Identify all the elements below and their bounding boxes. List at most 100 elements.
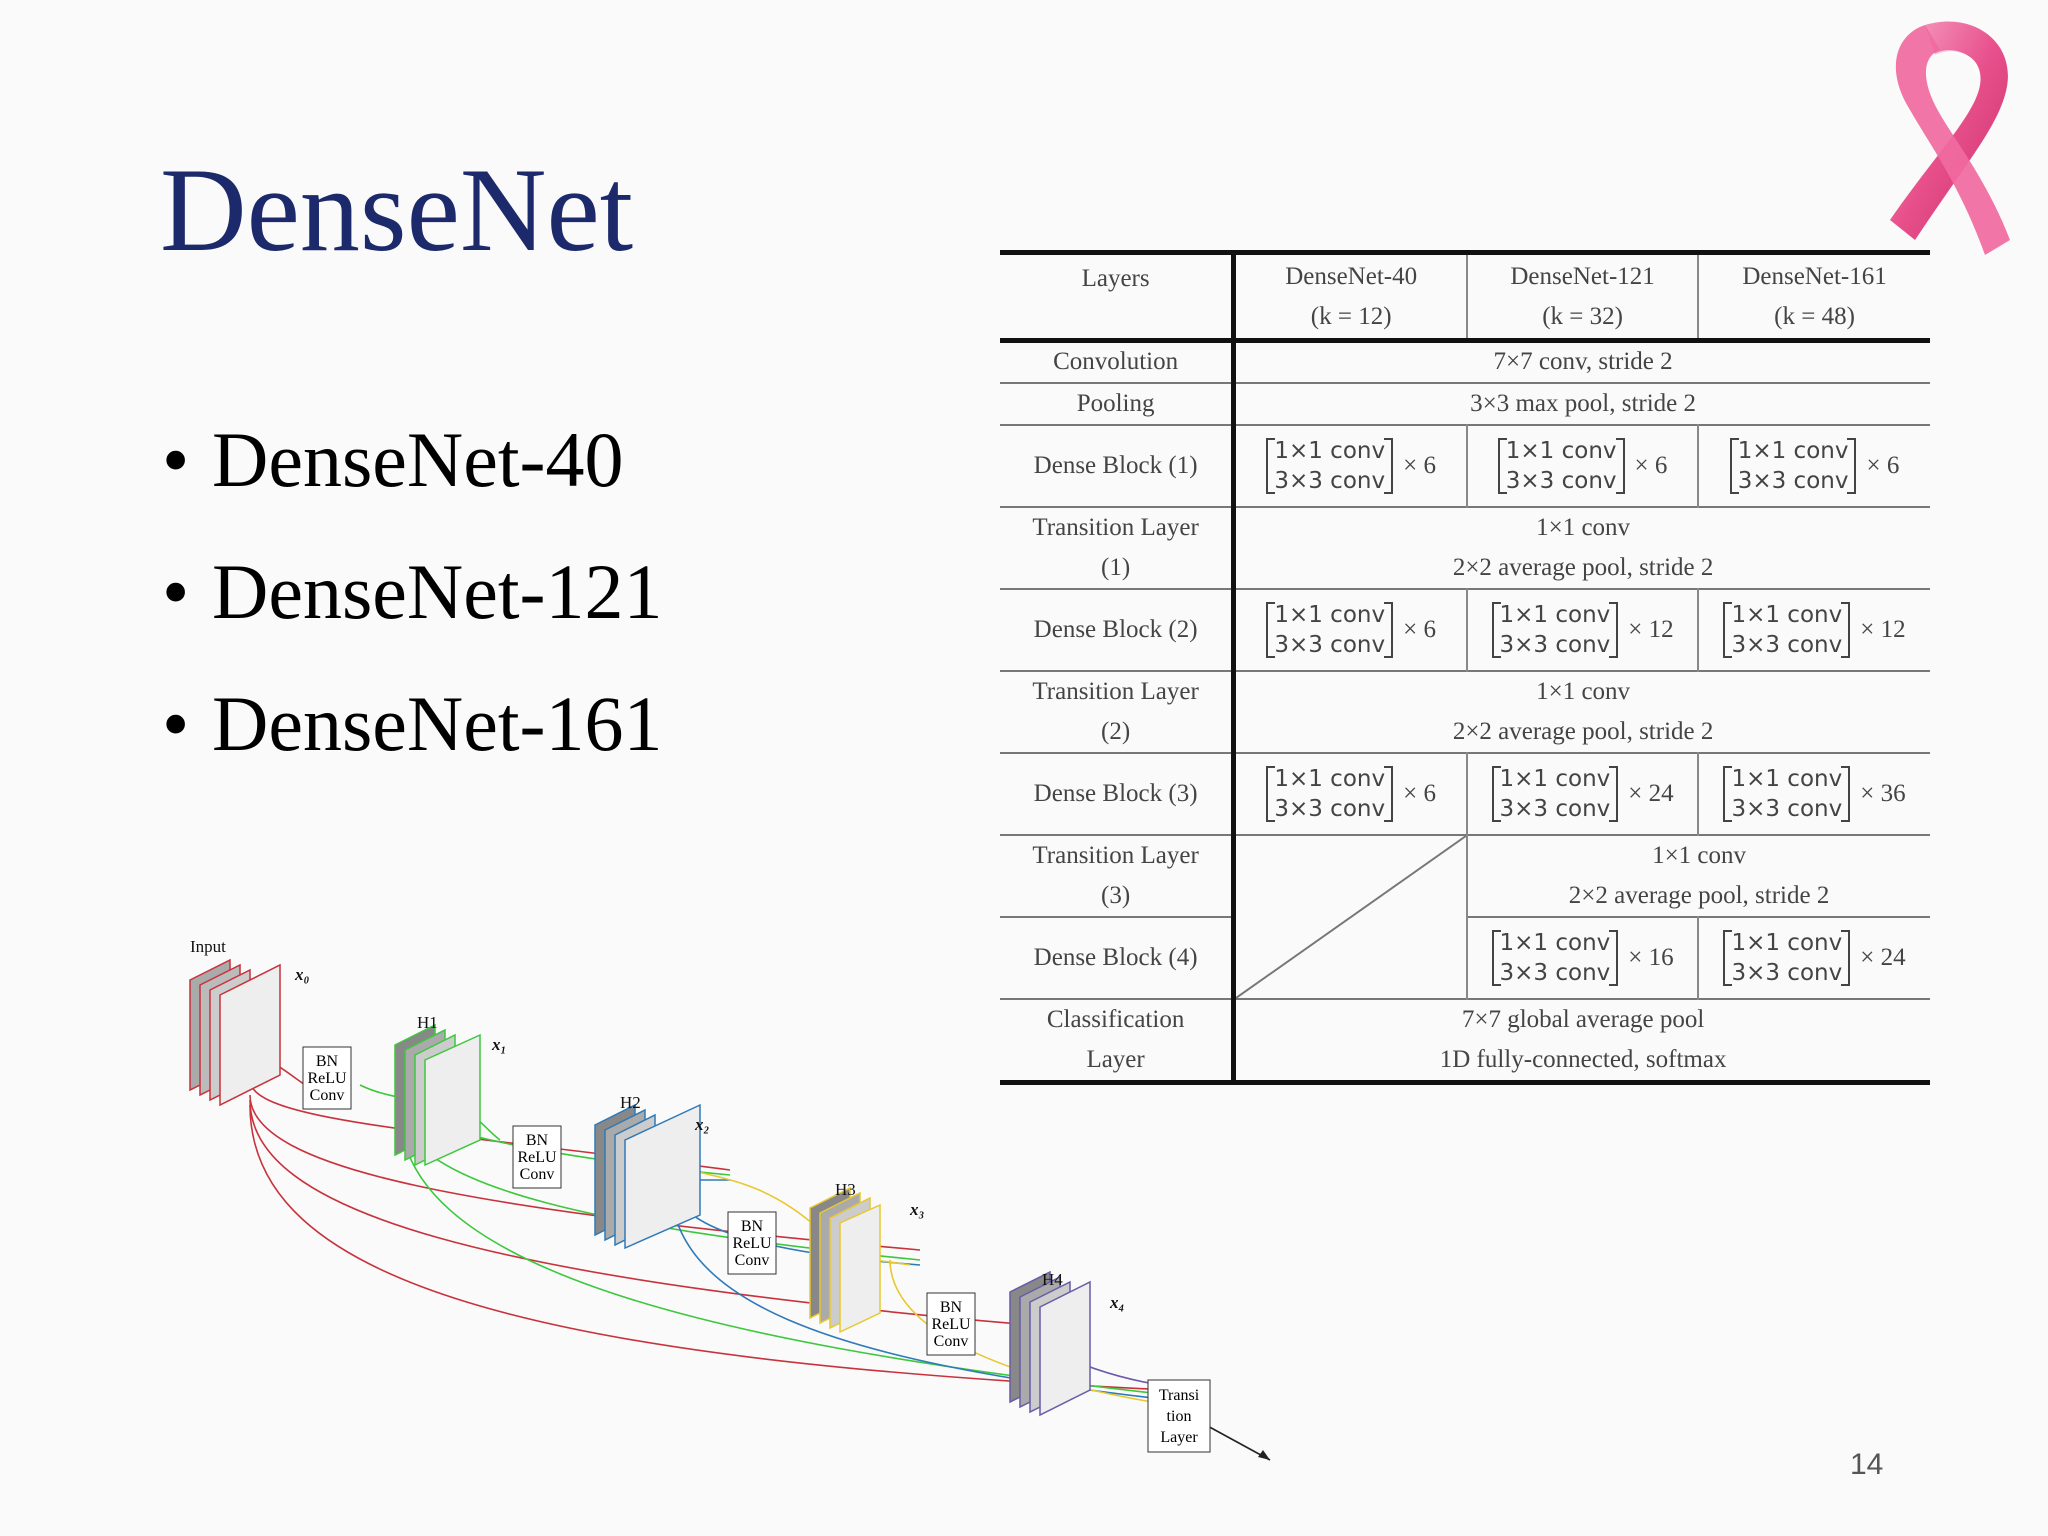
repeat-count: × 24 [1628,779,1674,807]
x4-label: x₄ [1109,1293,1124,1312]
diagonal-line [1236,835,1467,998]
row-value-line: 1×1 conv [1652,841,1747,869]
conv-line: 1×1 conv [1505,437,1617,464]
slide-title: DenseNet [160,143,634,276]
row-value-line: 2×2 average pool, stride 2 [1568,881,1830,909]
repeat-count: × 12 [1628,615,1674,643]
row-value: 7×7 conv, stride 2 [1493,348,1673,376]
conv-line: 3×3 conv [1731,631,1843,658]
input-label: Input [190,937,226,956]
repeat-count: × 16 [1628,943,1674,971]
bn-relu-conv-box-1: BN ReLU Conv [302,1046,352,1110]
row-label-line: Transition Layer [1032,513,1199,541]
bullet-text: DenseNet-161 [212,680,663,767]
conv-bracket: 1×1 conv 3×3 conv [1497,436,1625,496]
conv-line: 1×1 conv [1274,601,1386,628]
op-line: ReLU [732,1235,772,1252]
architecture-table-wrapper: Layers DenseNet-40(k = 12) DenseNet-121(… [1000,250,1930,1085]
x1-label: x₁ [491,1035,506,1054]
conv-line: 3×3 conv [1505,467,1617,494]
row-label-line: (3) [1101,881,1131,909]
table-header-row: Layers DenseNet-40(k = 12) DenseNet-121(… [1000,252,1930,341]
table-row-transition-1: Transition Layer (1) 1×1 conv 2×2 average … [1000,506,1930,589]
op-line: BN [316,1053,339,1070]
transition-layer-box: Transi tion Layer [1147,1379,1211,1453]
row-value: 1×1 conv 2×2 average pool, stride 2 [1234,507,1930,589]
conv-line: 1×1 conv [1731,601,1843,628]
table-row-convolution: Convolution 7×7 conv, stride 2 [1000,340,1930,383]
row-value-line: 1×1 conv [1536,513,1631,541]
row-value-line: 2×2 average pool, stride 2 [1452,553,1714,581]
repeat-count: × 24 [1860,943,1906,971]
feature-map-x1 [394,1023,481,1167]
architecture-table: Layers DenseNet-40(k = 12) DenseNet-121(… [1000,250,1930,1085]
bullet-text: DenseNet-40 [212,416,624,503]
bullet-item: •DenseNet-161 [162,679,663,811]
feature-map-x0 [189,958,281,1107]
dense-cell: 1×1 conv 3×3 conv × 24 [1698,917,1930,999]
header-layers: Layers [1000,252,1237,341]
row-label-line: Transition Layer [1032,841,1199,869]
x2-label: x₂ [694,1115,710,1134]
repeat-count: × 6 [1403,451,1436,479]
page-number: 14 [1850,1448,1884,1481]
conv-line: 3×3 conv [1731,795,1843,822]
x0-label: x₀ [294,965,310,984]
op-line: Conv [520,1166,555,1183]
conv-line: 3×3 conv [1499,959,1611,986]
conv-bracket: 1×1 conv 3×3 conv [1723,928,1851,988]
op-line: Conv [735,1252,770,1269]
header-densenet121: DenseNet-121(k = 32) [1467,252,1700,341]
op-line: BN [741,1218,764,1235]
conv-line: 3×3 conv [1731,959,1843,986]
repeat-count: × 6 [1403,779,1436,807]
transition-line: Layer [1160,1429,1198,1446]
row-value-line: 7×7 global average pool [1461,1005,1705,1033]
conv-line: 1×1 conv [1499,601,1611,628]
row-value-line: 1D fully-connected, softmax [1439,1045,1727,1073]
op-line: Conv [310,1087,345,1104]
conv-line: 1×1 conv [1731,929,1843,956]
row-label: Transition Layer(2) [1000,670,1237,753]
transition-line: Transi [1159,1387,1200,1404]
conv-line: 1×1 conv [1274,437,1386,464]
pink-ribbon-icon [1890,21,2010,255]
header-col-name: DenseNet-121 [1510,262,1655,290]
repeat-count: × 36 [1860,779,1906,807]
row-label: Transition Layer (1) [1000,506,1237,589]
header-col-name: DenseNet-40 [1285,262,1418,290]
bn-relu-conv-box-4: BN ReLU Conv [926,1292,976,1356]
row-label-line: (1) [1101,553,1131,581]
conv-line: 1×1 conv [1737,437,1849,464]
row-label-line: Layer [1086,1045,1145,1073]
x3-label: x₃ [909,1200,925,1219]
op-line: ReLU [517,1149,557,1166]
row-label: Convolution [1000,340,1237,383]
table-row-transition-3: Transition Layer (3) 1×1 conv 2×2 average … [1000,834,1930,999]
conv-line: 3×3 conv [1274,795,1386,822]
row-value: 7×7 global average pool 1D fully-connecte… [1234,999,1930,1083]
row-value-line: 1×1 conv [1536,677,1631,705]
repeat-count: × 6 [1866,451,1900,479]
op-line: ReLU [307,1070,347,1087]
row-label: Dense Block (2) [1000,588,1237,671]
